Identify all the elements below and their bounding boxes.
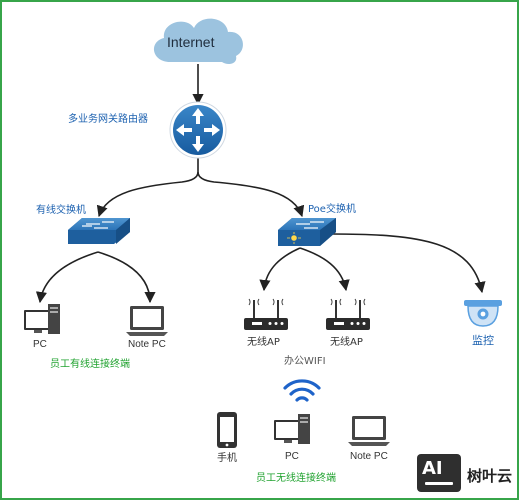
mobile-phone-icon [217, 412, 237, 448]
wireless-pc-icon [274, 414, 310, 444]
router-icon [169, 101, 227, 159]
wired-note-pc-label: Note PC [128, 339, 166, 350]
internet-label: Internet [167, 34, 215, 50]
internet-cloud [153, 18, 243, 64]
watermark-logo: AI [417, 454, 461, 492]
link-wired-switch-notepc [97, 251, 156, 304]
wifi-label: 办公WIFI [284, 356, 326, 367]
wireless-terminals-label: 员工无线连接终端 [256, 473, 336, 484]
wired-pc-label: PC [33, 339, 47, 350]
watermark-logo-text: AI [422, 458, 443, 479]
wireless-note-pc-icon [348, 416, 390, 446]
router-label: 多业务网关路由器 [68, 114, 148, 125]
phone-label: 手机 [217, 453, 237, 464]
link-poe-ap2 [299, 247, 350, 292]
link-poe-ap1 [259, 247, 301, 292]
connection-lines [35, 64, 486, 304]
camera-label: 监控 [472, 334, 494, 347]
ap-2-label: 无线AP [330, 337, 363, 348]
wired-terminals-label: 员工有线连接终端 [50, 359, 130, 370]
wired-note-pc-icon [126, 306, 168, 336]
surveillance-camera-icon [464, 300, 502, 327]
poe-switch-label: Poe交换机 [308, 204, 356, 215]
wired-switch-label: 有线交换机 [36, 205, 86, 216]
wired-pc-icon [24, 304, 60, 334]
link-router-poe-switch [197, 171, 305, 218]
watermark-badge: AI 树叶云 [417, 454, 513, 492]
link-router-wired-switch [96, 158, 199, 218]
wireless-ap-2-icon [326, 298, 370, 330]
poe-switch-icon [278, 218, 336, 246]
wireless-ap-1-icon [244, 298, 288, 330]
wired-switch-icon [68, 218, 130, 244]
wireless-note-pc-label: Note PC [350, 451, 388, 462]
watermark-logo-underline [425, 482, 453, 485]
wireless-pc-label: PC [285, 451, 299, 462]
link-wired-switch-pc [35, 251, 99, 304]
ap-1-label: 无线AP [247, 337, 280, 348]
wifi-icon [283, 379, 321, 402]
watermark-brand: 树叶云 [467, 467, 513, 485]
link-poe-camera [331, 233, 486, 294]
